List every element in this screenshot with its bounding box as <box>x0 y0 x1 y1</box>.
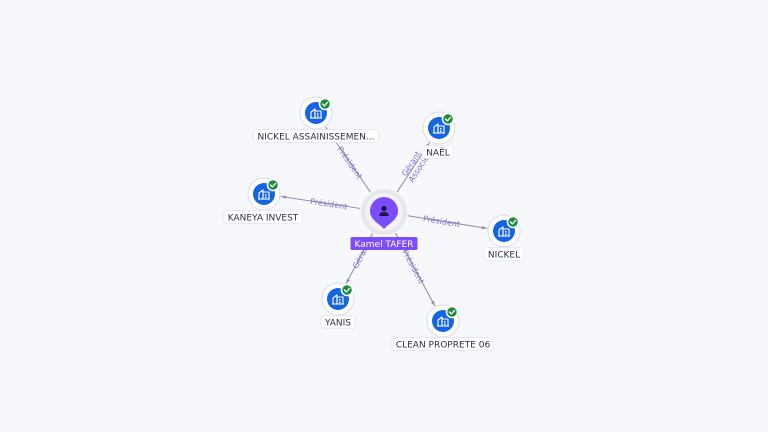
company-node-nickel-assainissement[interactable]: NICKEL ASSAINISSEMEN... <box>253 96 379 143</box>
company-building-icon <box>433 123 445 134</box>
verified-check-icon <box>266 178 280 192</box>
company-label-box <box>320 315 356 329</box>
company-label-box <box>483 247 525 261</box>
company-node-nael[interactable]: NAËL <box>421 111 456 159</box>
company-label[interactable]: YANIS <box>320 315 356 329</box>
person-label-box <box>350 237 418 250</box>
person-label[interactable]: Kamel TAFER <box>350 237 418 250</box>
company-label-box <box>223 210 303 224</box>
company-name: KANEYA INVEST <box>228 213 299 223</box>
company-label-box <box>421 145 455 159</box>
company-label-box <box>391 337 495 351</box>
edge-role-label: Président <box>400 248 427 286</box>
person-icon <box>379 205 389 216</box>
edge-role-label: Président <box>422 213 460 229</box>
company-node-yanis[interactable]: YANIS <box>320 282 356 329</box>
company-building-icon <box>498 226 510 237</box>
company-building-icon <box>332 294 344 305</box>
edge-nickel: Président <box>407 213 488 230</box>
edge-line <box>280 196 361 209</box>
company-label[interactable]: NICKEL ASSAINISSEMEN... <box>253 129 379 143</box>
company-name: CLEAN PROPRETE 06 <box>396 340 491 350</box>
center-node[interactable]: Kamel TAFER <box>350 189 418 250</box>
company-label[interactable]: NAËL <box>421 145 455 159</box>
edge-arrowhead <box>481 225 487 230</box>
verified-check-icon <box>318 97 332 111</box>
company-name: NAËL <box>426 147 450 158</box>
company-name: NICKEL ASSAINISSEMEN... <box>258 132 375 142</box>
company-name: NICKEL <box>488 250 520 260</box>
edge-line <box>407 215 488 229</box>
company-node-nickel[interactable]: NICKEL <box>483 214 525 261</box>
edge-arrowhead <box>430 300 435 306</box>
verified-check-icon <box>445 305 459 319</box>
edge-role-text: Président <box>422 213 460 229</box>
verified-check-icon <box>340 283 354 297</box>
person-name: Kamel TAFER <box>355 240 414 250</box>
edge-kaneya-invest: Président <box>280 195 361 211</box>
nodes-layer: NICKEL ASSAINISSEMEN... NAËL KANEYA INVEST… <box>223 96 525 351</box>
verified-check-icon <box>506 215 520 229</box>
company-building-icon <box>310 108 322 119</box>
edge-arrowhead <box>346 278 350 284</box>
company-label[interactable]: CLEAN PROPRETE 06 <box>391 337 495 351</box>
edge-role-text: Président <box>335 144 364 180</box>
edge-role-label: Président <box>335 144 364 180</box>
company-label[interactable]: KANEYA INVEST <box>223 210 303 224</box>
edge-role-label: Président <box>310 196 348 211</box>
company-building-icon <box>437 316 449 327</box>
verified-check-icon <box>441 112 455 126</box>
edge-arrowhead <box>281 195 287 200</box>
company-node-clean-proprete-06[interactable]: CLEAN PROPRETE 06 <box>391 304 495 351</box>
company-building-icon <box>258 189 270 200</box>
company-label[interactable]: NICKEL <box>483 247 525 261</box>
company-name: YANIS <box>324 318 351 328</box>
company-label-box <box>253 129 379 143</box>
company-node-kaneya-invest[interactable]: KANEYA INVEST <box>223 177 303 224</box>
edge-role-text: Président <box>400 248 427 286</box>
edge-role-text: Président <box>310 196 348 211</box>
